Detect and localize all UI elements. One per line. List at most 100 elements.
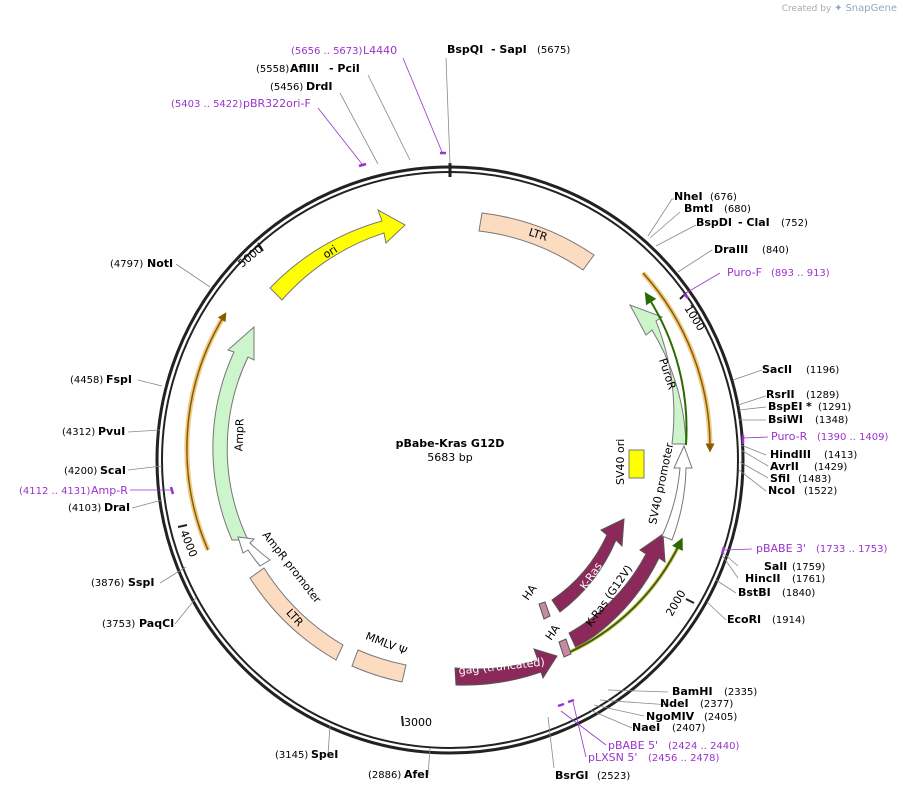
- primer-range: (2424 .. 2440): [668, 741, 740, 752]
- feature-label-ha-2: HA: [543, 622, 563, 643]
- enzyme-label-pvui[interactable]: (4312) PvuI: [62, 425, 125, 438]
- primer-label-pbr322ori-f[interactable]: (5403 .. 5422) pBR322ori-F: [171, 97, 311, 110]
- enzyme-iso: - ClaI: [738, 216, 770, 229]
- feature-label-puror: PuroR: [656, 357, 678, 392]
- primer-name: pBABE 3': [756, 542, 806, 555]
- enzyme-label-bstbi[interactable]: BstBI (1840): [738, 586, 815, 599]
- enzyme-label-spei[interactable]: (3145) SpeI: [275, 748, 338, 761]
- orf-track-kras: [569, 537, 683, 653]
- enzyme-label-sali[interactable]: SalI (1759): [764, 560, 825, 573]
- enzyme-label-sfii[interactable]: SfiI (1483): [770, 472, 831, 485]
- enzyme-name: NotI: [147, 257, 173, 270]
- feature-mmlv-psi[interactable]: MMLV Ψ: [351, 630, 410, 683]
- feature-ha-2[interactable]: HA: [543, 622, 572, 658]
- enzyme-label-bspqi[interactable]: BspQI - SapI (5675): [447, 43, 570, 56]
- enzyme-label-fspi[interactable]: (4458) FspI: [70, 373, 132, 386]
- enzyme-name: HincII: [745, 572, 781, 585]
- enzyme-label-bspdi[interactable]: BspDI - ClaI (752): [696, 216, 808, 229]
- enzyme-name: FspI: [106, 373, 132, 386]
- snapgene-logo-icon: ✦: [834, 3, 843, 14]
- enzyme-label-drai[interactable]: (4103) DraI: [68, 501, 130, 514]
- enzyme-pos: (1914): [772, 615, 805, 626]
- enzyme-label-afei[interactable]: (2886) AfeI: [368, 768, 429, 781]
- enzyme-label-nhei[interactable]: NheI (676): [674, 190, 737, 203]
- enzyme-pos: (680): [724, 204, 751, 215]
- enzyme-pos: (3145): [275, 750, 308, 761]
- enzyme-pos: (4200): [64, 466, 97, 477]
- feature-sv40-promoter[interactable]: SV40 promoter: [646, 441, 693, 541]
- enzyme-label-paqci[interactable]: (3753) PaqCI: [102, 617, 174, 630]
- enzyme-name: AvrII: [770, 460, 799, 473]
- primer-label-puro-r[interactable]: Puro-R (1390 .. 1409): [771, 430, 889, 443]
- enzyme-name: BsrGI: [555, 769, 588, 782]
- feature-ori[interactable]: ori: [269, 208, 406, 301]
- enzyme-label-bamhi[interactable]: BamHI (2335): [672, 685, 757, 698]
- enzyme-name: NcoI: [768, 484, 795, 497]
- enzyme-label-noti[interactable]: (4797) NotI: [110, 257, 173, 270]
- enzyme-label-ncoi[interactable]: NcoI (1522): [768, 484, 837, 497]
- feature-gag-truncated[interactable]: gag (truncated): [454, 648, 558, 686]
- enzyme-label-avrii[interactable]: AvrII (1429): [770, 460, 847, 473]
- enzyme-label-bsrgi[interactable]: BsrGI (2523): [555, 769, 630, 782]
- tick-4000: 4000: [177, 524, 200, 559]
- enzyme-name: BspQI: [447, 43, 483, 56]
- enzyme-name: ScaI: [100, 464, 126, 477]
- primer-label-puro-f[interactable]: Puro-F (893 .. 913): [727, 266, 830, 279]
- feature-ltr-1[interactable]: LTR: [478, 212, 595, 271]
- enzyme-label-hincii[interactable]: HincII (1761): [745, 572, 825, 585]
- primer-label-pbabe-3[interactable]: pBABE 3' (1733 .. 1753): [756, 542, 888, 555]
- enzyme-pos: (840): [762, 245, 789, 256]
- feature-label-ltr-1: LTR: [527, 226, 549, 244]
- enzyme-label-bspei[interactable]: BspEI * (1291): [768, 400, 851, 413]
- enzyme-name: BamHI: [672, 685, 713, 698]
- enzyme-name: SacII: [762, 363, 792, 376]
- credit-brand: SnapGene: [845, 3, 897, 14]
- enzyme-label-ndei[interactable]: NdeI (2377): [660, 697, 733, 710]
- enzyme-pos: (2523): [597, 771, 630, 782]
- enzyme-label-ecori[interactable]: EcoRI (1914): [727, 613, 805, 626]
- enzyme-label-sspi[interactable]: (3876) SspI: [91, 576, 154, 589]
- primer-label-pbabe-5[interactable]: pBABE 5' (2424 .. 2440): [608, 739, 740, 752]
- enzyme-iso: - PciI: [329, 62, 360, 75]
- feature-sv40-ori[interactable]: SV40 ori: [614, 439, 645, 485]
- enzyme-label-sacii[interactable]: SacII (1196): [762, 363, 839, 376]
- enzyme-name: NaeI: [632, 721, 660, 734]
- enzyme-label-drdi[interactable]: (5456) DrdI: [270, 80, 333, 93]
- primer-name: pBR322ori-F: [243, 97, 311, 110]
- enzyme-label-naei[interactable]: NaeI (2407): [632, 721, 705, 734]
- feature-ampr[interactable]: AmpR: [212, 325, 255, 541]
- enzyme-pos: (4797): [110, 259, 143, 270]
- enzyme-label-ngomiv[interactable]: NgoMIV (2405): [646, 710, 737, 723]
- tick-label-3000: 3000: [404, 716, 432, 729]
- enzyme-label-scai[interactable]: (4200) ScaI: [64, 464, 126, 477]
- primer-label-amp-r[interactable]: (4112 .. 4131) Amp-R: [19, 484, 128, 497]
- enzyme-pos: (1289): [806, 390, 839, 401]
- primer-range: (5403 .. 5422): [171, 99, 243, 110]
- feature-label-mmlv-psi: MMLV Ψ: [364, 630, 410, 659]
- enzyme-label-draiii[interactable]: DraIII (840): [714, 243, 789, 256]
- enzyme-label-bmti[interactable]: BmtI (680): [684, 202, 751, 215]
- primer-name: L4440: [363, 44, 397, 57]
- primer-name: pBABE 5': [608, 739, 658, 752]
- plasmid-length: 5683 bp: [427, 451, 472, 464]
- primer-label-plxsn-5[interactable]: pLXSN 5' (2456 .. 2478): [588, 751, 720, 764]
- enzyme-label-bsiwi[interactable]: BsiWI (1348): [768, 413, 848, 426]
- orf-track-puro-outer: [642, 272, 715, 453]
- enzyme-name: SfiI: [770, 472, 790, 485]
- enzyme-name: AflIII: [290, 62, 319, 75]
- enzyme-pos: (1413): [824, 450, 857, 461]
- enzyme-label-afliii[interactable]: (5558) AflIII - PciI: [256, 62, 360, 75]
- primer-range: (4112 .. 4131): [19, 486, 91, 497]
- primer-label-l4440[interactable]: (5656 .. 5673) L4440: [291, 44, 397, 57]
- enzyme-pos: (752): [781, 218, 808, 229]
- enzyme-name: PaqCI: [139, 617, 174, 630]
- enzyme-pos: (1759): [792, 562, 825, 573]
- enzyme-label-hindiii[interactable]: HindIII (1413): [770, 448, 857, 461]
- credit-prefix: Created by: [781, 4, 832, 14]
- enzyme-pos: (2377): [700, 699, 733, 710]
- feature-ha-1[interactable]: HA: [520, 582, 551, 620]
- enzyme-label-rsrii[interactable]: RsrII (1289): [766, 388, 839, 401]
- enzyme-pos: (4458): [70, 375, 103, 386]
- enzyme-pos: (676): [710, 192, 737, 203]
